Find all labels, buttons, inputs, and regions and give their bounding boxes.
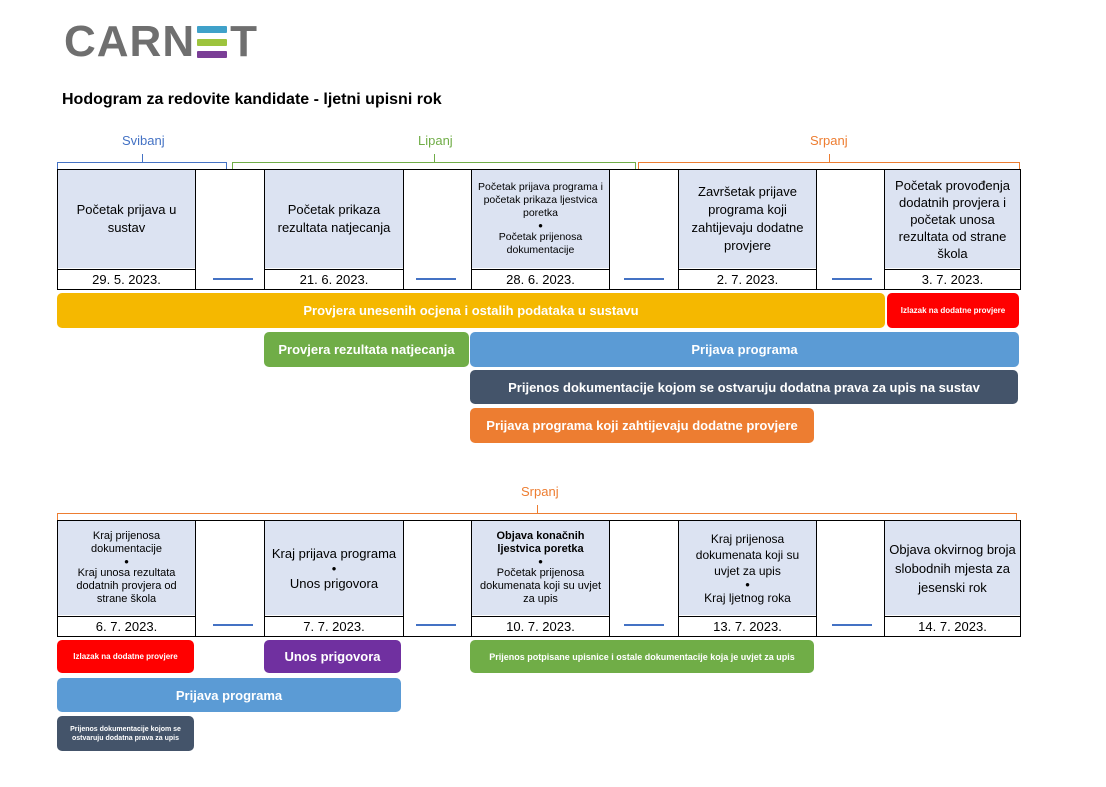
bullet-separator: • [331,560,337,576]
logo-bar-top [197,26,228,33]
timeline-gap [816,521,884,636]
timeline-connector-line [624,278,664,280]
milestone-text: Objava okvirnog broja slobodnih mjesta z… [889,541,1016,595]
milestone-description: Početak prijava programa i početak prika… [472,170,609,268]
timeline-connector-line [416,278,456,280]
milestone-description: Kraj prijava programa • Unos prigovora [265,521,403,615]
timeline-table-2: Kraj prijenosa dokumentacije • Kraj unos… [57,520,1021,637]
timeline-connector-line [624,624,664,626]
milestone-text: Početak provođenja dodatnih provjera i p… [895,177,1010,261]
milestone-date: 7. 7. 2023. [265,616,403,636]
activity-bar-extra-tests: Izlazak na dodatne provjere [57,640,194,673]
timeline-cell: Početak prijava programa i početak prika… [471,170,609,289]
timeline-connector-line [832,278,872,280]
milestone-text: Kraj ljetnog roka [704,590,791,605]
timeline-table-1: Početak prijava u sustav 29. 5. 2023. Po… [57,169,1021,290]
carnet-logo: CARN T [64,17,257,66]
milestone-text: Kraj prijenosa dokumenata koji su uvjet … [695,531,800,578]
timeline-cell: Kraj prijava programa • Unos prigovora 7… [264,521,403,636]
timeline-gap [609,170,678,289]
milestone-date: 13. 7. 2023. [679,616,816,636]
milestone-text: Početak prijenosa dokumenata koji su uvj… [479,567,602,605]
milestone-description: Završetak prijave programa koji zahtijev… [679,170,816,268]
milestone-text: Kraj prijava programa [271,545,397,561]
milestone-description: Početak prijava u sustav [58,170,195,268]
timeline-cell: Kraj prijenosa dokumentacije • Kraj unos… [58,521,195,636]
timeline-gap [195,170,264,289]
timeline-cell: Početak prijava u sustav 29. 5. 2023. [58,170,195,289]
month-label-may: Svibanj [122,133,165,148]
timeline-connector-line [832,624,872,626]
timeline-cell: Objava konačnih ljestvica poretka • Poče… [471,521,609,636]
milestone-text: Objava konačnih ljestvica poretka [496,530,585,555]
timeline-cell: Početak prikaza rezultata natjecanja 21.… [264,170,403,289]
timeline-gap [816,170,884,289]
milestone-date: 28. 6. 2023. [472,269,609,289]
activity-bar-extra-test-programs: Prijava programa koji zahtijevaju dodatn… [470,408,814,443]
month-label-june: Lipanj [418,133,453,148]
milestone-description: Kraj prijenosa dokumenata koji su uvjet … [679,521,816,615]
milestone-text: Početak prijenosa dokumentacije [498,231,583,256]
activity-bar-documentation-transfer: Prijenos dokumentacije kojom se ostvaruj… [57,716,194,751]
bracket-july [638,154,1020,169]
timeline-cell: Kraj prijenosa dokumenata koji su uvjet … [678,521,816,636]
milestone-date: 21. 6. 2023. [265,269,403,289]
activity-bar-enrollment-documents: Prijenos potpisane upisnice i ostale dok… [470,640,814,673]
milestone-description: Početak prikaza rezultata natjecanja [265,170,403,268]
timeline-cell: Objava okvirnog broja slobodnih mjesta z… [884,521,1020,636]
activity-bar-competition-results: Provjera rezultata natjecanja [264,332,469,367]
bracket-may [57,154,227,169]
timeline-gap [403,521,471,636]
bullet-separator: • [745,576,750,592]
timeline-gap [195,521,264,636]
timeline-connector-line [416,624,456,626]
month-label-july-bottom: Srpanj [521,484,559,499]
milestone-text: Kraj unosa rezultata dodatnih provjera o… [76,567,177,605]
month-label-july: Srpanj [810,133,848,148]
logo-bar-middle [197,38,228,46]
bullet-separator: • [538,218,543,233]
activity-bar-program-application: Prijava programa [470,332,1019,367]
milestone-description: Kraj prijenosa dokumentacije • Kraj unos… [58,521,195,615]
milestone-description: Objava konačnih ljestvica poretka • Poče… [472,521,609,615]
logo-text-start: CARN [64,17,196,66]
timeline-gap [403,170,471,289]
milestone-text: Početak prikaza rezultata natjecanja [277,202,391,235]
milestone-description: Objava okvirnog broja slobodnih mjesta z… [885,521,1020,615]
milestone-date: 29. 5. 2023. [58,269,195,289]
activity-bar-complaints: Unos prigovora [264,640,401,673]
activity-bar-extra-tests: Izlazak na dodatne provjere [887,293,1019,328]
timeline-cell: Početak provođenja dodatnih provjera i p… [884,170,1020,289]
timeline-cell: Završetak prijave programa koji zahtijev… [678,170,816,289]
milestone-date: 10. 7. 2023. [472,616,609,636]
milestone-text: Početak prijava programa i početak prika… [478,181,603,219]
milestone-date: 14. 7. 2023. [885,616,1020,636]
bullet-separator: • [538,554,543,569]
milestone-date: 2. 7. 2023. [679,269,816,289]
timeline-connector-line [213,278,253,280]
milestone-text: Kraj prijenosa dokumentacije [91,530,162,555]
activity-bar-documentation-transfer: Prijenos dokumentacije kojom se ostvaruj… [470,370,1018,404]
milestone-text: Završetak prijave programa koji zahtijev… [691,184,804,253]
milestone-text: Početak prijava u sustav [76,202,177,235]
logo-text-end: T [230,17,257,66]
bracket-july-bottom [57,505,1017,520]
timeline-connector-line [213,624,253,626]
activity-bar-program-application: Prijava programa [57,678,401,712]
page-title: Hodogram za redovite kandidate - ljetni … [62,91,442,108]
logo-bar-bottom [197,51,228,58]
bracket-june [232,154,636,169]
activity-bar-grade-check: Provjera unesenih ocjena i ostalih podat… [57,293,885,328]
timeline-gap [609,521,678,636]
logo-e-bars-icon [197,26,228,58]
bullet-separator: • [124,554,129,569]
milestone-text: Unos prigovora [289,575,379,591]
milestone-date: 3. 7. 2023. [885,269,1020,289]
milestone-date: 6. 7. 2023. [58,616,195,636]
milestone-description: Početak provođenja dodatnih provjera i p… [885,170,1020,268]
